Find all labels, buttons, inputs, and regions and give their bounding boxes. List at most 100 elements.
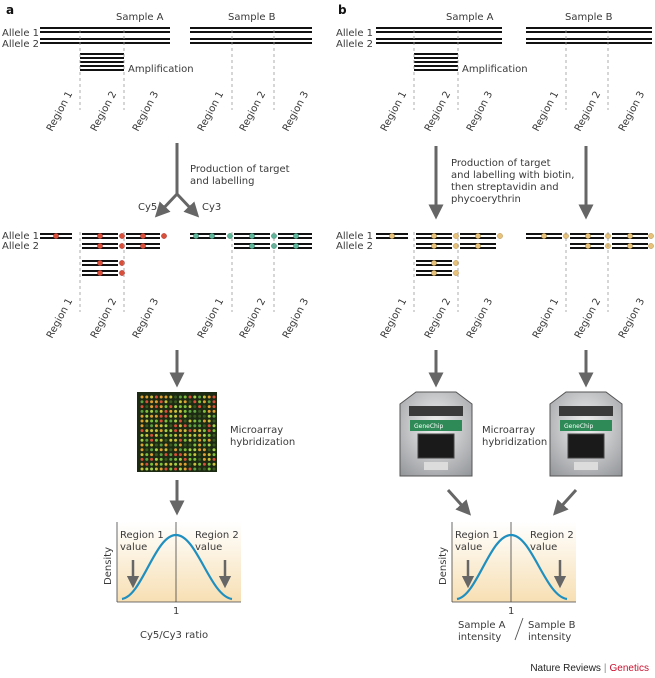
- microarray-spot: [174, 438, 178, 442]
- microarray-spot: [159, 443, 163, 447]
- microarray-spot: [169, 438, 173, 442]
- panel-a-density-plot: Region 1 value Region 2 value Density 1 …: [103, 522, 241, 641]
- microarray-spot: [169, 443, 173, 447]
- microarray-spot: [159, 462, 163, 466]
- region-label: Region 1: [379, 90, 409, 134]
- microarray-spot: [145, 453, 149, 457]
- microarray-spot: [188, 429, 192, 433]
- panel-a-arrow-cy3: [175, 192, 200, 218]
- microarray-spot: [183, 457, 187, 461]
- microarray-spot: [140, 438, 144, 442]
- plot-xlabel-left-1: Sample A: [458, 620, 506, 631]
- microarray-spot: [150, 448, 154, 452]
- microarray-spot: [150, 424, 154, 428]
- microarray-spot: [178, 438, 182, 442]
- region-label: Region 2: [238, 90, 268, 134]
- microarray-spot: [159, 409, 163, 413]
- microarray-spot: [207, 429, 211, 433]
- microarray-spot: [154, 438, 158, 442]
- panel-a-region-dividers-top: [79, 30, 275, 110]
- microarray-spot: [150, 457, 154, 461]
- panel-a-allele1-label: Allele 1: [2, 28, 39, 39]
- microarray-spot: [140, 462, 144, 466]
- region-label: Region 1: [196, 90, 226, 134]
- microarray-spot: [174, 424, 178, 428]
- region-label: Region 3: [281, 90, 311, 134]
- microarray-spot: [183, 438, 187, 442]
- panel-b-allele1-label: Allele 1: [336, 28, 373, 39]
- plot-right-label-1: Region 2: [195, 530, 239, 541]
- microarray-spot: [164, 462, 168, 466]
- microarray-spot: [183, 453, 187, 457]
- microarray-spot: [159, 453, 163, 457]
- microarray-spot: [183, 467, 187, 471]
- plot-right-label-1: Region 2: [530, 530, 574, 541]
- microarray-spot: [150, 400, 154, 404]
- microarray-spot: [145, 414, 149, 418]
- microarray-spot: [207, 453, 211, 457]
- panel-a-hybridization-line1: Microarray: [230, 425, 283, 436]
- microarray-spot: [150, 467, 154, 471]
- microarray-spot: [188, 462, 192, 466]
- panel-b-genechip-right: GeneChip: [549, 391, 623, 477]
- microarray-spot: [202, 409, 206, 413]
- plot-xlabel: Cy5/Cy3 ratio: [140, 630, 208, 641]
- panel-b-region-dividers-mid: [413, 232, 609, 312]
- microarray-spot: [164, 414, 168, 418]
- microarray-spot: [212, 433, 216, 437]
- journal-section: Genetics: [609, 663, 649, 674]
- microarray-spot: [207, 448, 211, 452]
- microarray-spot: [188, 448, 192, 452]
- microarray-spot: [178, 409, 182, 413]
- microarray-spot: [154, 443, 158, 447]
- region-label: Region 3: [465, 90, 495, 134]
- microarray-spot: [198, 453, 202, 457]
- region-label: Region 3: [617, 297, 647, 341]
- microarray-spot: [202, 429, 206, 433]
- microarray-spot: [202, 400, 206, 404]
- microarray-spot: [154, 462, 158, 466]
- microarray-spot: [212, 453, 216, 457]
- microarray-spot: [178, 462, 182, 466]
- microarray-spot: [212, 443, 216, 447]
- microarray-spot: [174, 419, 178, 423]
- microarray-spot: [154, 429, 158, 433]
- panel-a-region-labels-mid: Region 1 Region 2 Region 3 Region 1 Regi…: [45, 297, 311, 341]
- microarray-spot: [174, 433, 178, 437]
- panel-a-allele2-label: Allele 2: [2, 39, 39, 50]
- panel-b-allele2-label: Allele 2: [336, 39, 373, 50]
- region-label: Region 3: [465, 297, 495, 341]
- panel-a-sample-b-strands: [190, 27, 312, 44]
- microarray-spot: [145, 443, 149, 447]
- region-label: Region 3: [131, 90, 161, 134]
- microarray-spot: [193, 429, 197, 433]
- panel-a-sample-a-label: Sample A: [116, 12, 164, 23]
- panel-b-region-labels-top: Region 1 Region 2 Region 3 Region 1 Regi…: [379, 90, 647, 134]
- microarray-spot: [145, 400, 149, 404]
- microarray-spot: [193, 457, 197, 461]
- microarray-spot: [150, 429, 154, 433]
- microarray-spot: [145, 405, 149, 409]
- microarray-spot: [193, 433, 197, 437]
- panel-b-hybridization-line1: Microarray: [482, 425, 535, 436]
- microarray-spot: [164, 409, 168, 413]
- plot-ylabel: Density: [438, 547, 449, 585]
- microarray-spot: [169, 433, 173, 437]
- microarray-spot: [159, 467, 163, 471]
- panel-b-production-line4: phycoerythrin: [451, 194, 521, 205]
- microarray-spot: [198, 419, 202, 423]
- microarray-spot: [202, 414, 206, 418]
- plot-tick-1: 1: [508, 606, 514, 617]
- panel-b-production-line1: Production of target: [451, 158, 551, 169]
- panel-a-labelled-fragments-sample-a: [40, 233, 160, 276]
- region-label: Region 1: [379, 297, 409, 341]
- microarray-spot: [174, 429, 178, 433]
- microarray-spot: [159, 448, 163, 452]
- microarray-spot: [183, 462, 187, 466]
- plot-ylabel: Density: [103, 547, 114, 585]
- microarray-spot: [207, 462, 211, 466]
- region-label: Region 1: [531, 90, 561, 134]
- microarray-spot: [154, 424, 158, 428]
- plot-left-label-1: Region 1: [455, 530, 499, 541]
- panel-b-labelled-fragments-sample-a: [376, 233, 496, 276]
